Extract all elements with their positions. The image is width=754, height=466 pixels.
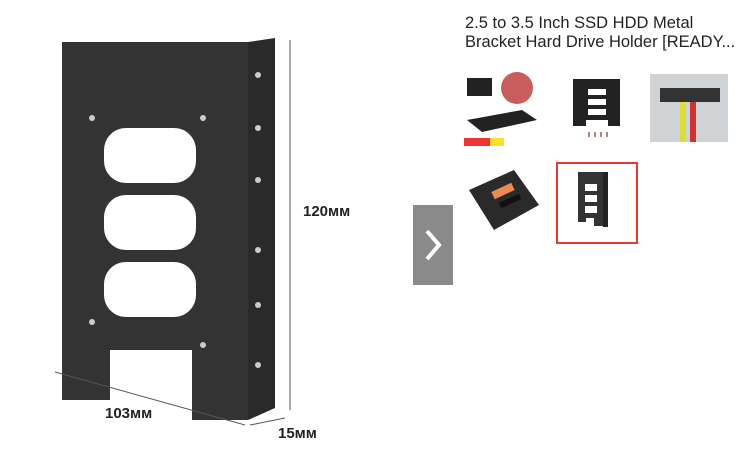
title-line-2: Bracket Hard Drive Holder [READY... [465, 33, 736, 51]
width-dimension: 103мм [105, 405, 153, 422]
thumbnail-3[interactable] [650, 74, 728, 152]
thumbnail-5-selected[interactable] [556, 162, 638, 244]
chevron-right-icon [425, 229, 442, 261]
title-line-1: 2.5 to 3.5 Inch SSD HDD Metal [465, 14, 694, 32]
height-dimension: 120мм [303, 203, 351, 220]
main-product-image: 120мм 103мм 15мм [54, 38, 351, 442]
depth-dimension: 15мм [278, 425, 317, 442]
thumbnail-4[interactable] [464, 165, 542, 243]
thumbnail-2[interactable] [558, 74, 636, 152]
thumbnail-1[interactable] [462, 70, 540, 148]
next-image-button[interactable] [413, 205, 453, 285]
product-title: 2.5 to 3.5 Inch SSD HDD Metal Bracket Ha… [465, 14, 745, 52]
bracket-illustration [54, 38, 291, 426]
